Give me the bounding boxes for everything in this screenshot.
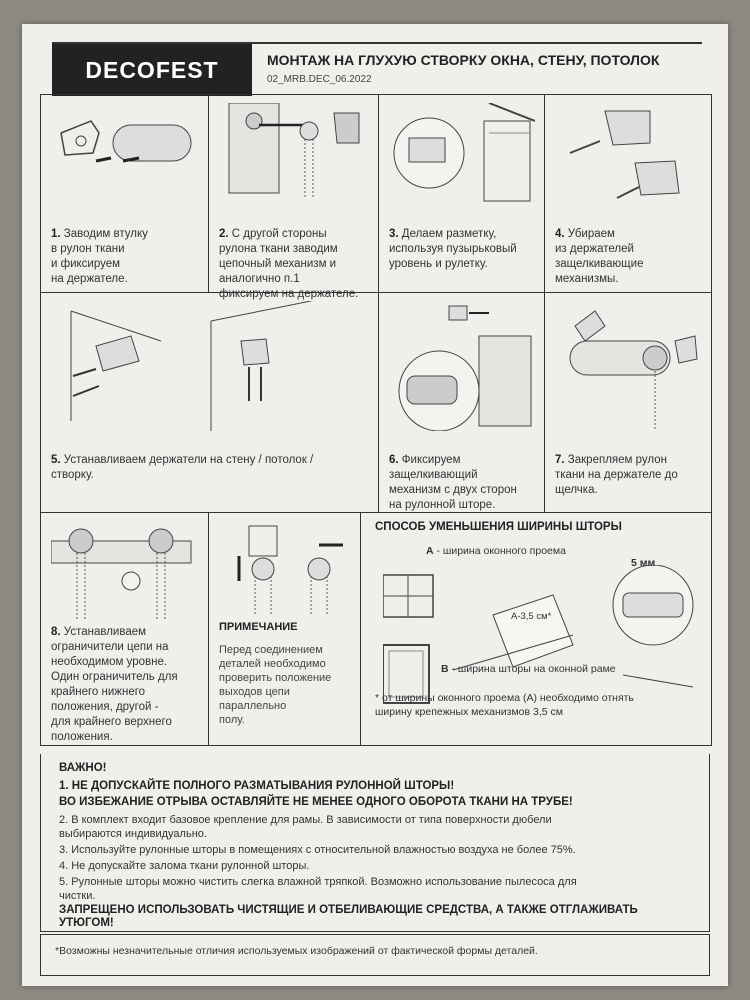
header: DECOFEST МОНТАЖ НА ГЛУХУЮ СТВОРКУ ОКНА, …: [52, 42, 702, 96]
important-line: ЗАПРЕЩЕНО ИСПОЛЬЗОВАТЬ ЧИСТЯЩИЕ И ОТБЕЛИ…: [59, 904, 638, 916]
step-4: 4. Убираем из держателей защелкивающие м…: [545, 95, 711, 293]
step-8-illustration: [51, 528, 192, 619]
step-6-text: 6. Фиксируем защелкивающий механизм с дв…: [389, 454, 517, 511]
important-line: УТЮГОМ!: [59, 917, 114, 929]
instruction-sheet: DECOFEST МОНТАЖ НА ГЛУХУЮ СТВОРКУ ОКНА, …: [22, 24, 728, 986]
step-8: 8. Устанавливаем ограничители цепи на не…: [41, 513, 209, 745]
important-line: чистки.: [59, 890, 96, 902]
note-panel: ПРИМЕЧАНИЕ Перед соединением деталей нео…: [209, 513, 361, 745]
dim-label: 5 мм: [631, 557, 656, 569]
step-5-illustration: [70, 301, 312, 431]
important-line: 4. Не допускайте залома ткани рулонной ш…: [59, 860, 310, 872]
step-3-illustration: [393, 103, 535, 202]
step-3: 3. Делаем разметку, используя пузырьковы…: [379, 95, 545, 293]
step-1-text: 1. Заводим втулку в рулон ткани и фиксир…: [51, 228, 148, 285]
label-b: В - ширина шторы на оконной раме: [441, 663, 616, 675]
step-4-text: 4. Убираем из держателей защелкивающие м…: [555, 228, 644, 285]
important-section: ВАЖНО! 1. НЕ ДОПУСКАЙТЕ ПОЛНОГО РАЗМАТЫВ…: [40, 754, 710, 932]
width-illustration: [383, 565, 694, 704]
width-reduction-section: СПОСОБ УМЕНЬШЕНИЯ ШИРИНЫ ШТОРЫ А - ширин…: [361, 513, 711, 745]
important-title: ВАЖНО!: [59, 762, 107, 774]
note-illustration: [237, 525, 343, 616]
footnote: *Возможны незначительные отличия использ…: [40, 934, 710, 976]
step-7-illustration: [569, 310, 698, 429]
steps-grid: 1. Заводим втулку в рулон ткани и фиксир…: [40, 94, 712, 746]
important-line: 2. В комплект входит базовое крепление д…: [59, 814, 552, 826]
step-4-illustration: [569, 110, 680, 199]
step-2-text: 2. С другой стороны рулона ткани заводим…: [219, 228, 359, 300]
step-5: 5. Устанавливаем держатели на стену / по…: [41, 293, 379, 513]
important-line: 5. Рулонные шторы можно чистить слегка в…: [59, 876, 577, 888]
document-title: МОНТАЖ НА ГЛУХУЮ СТВОРКУ ОКНА, СТЕНУ, ПО…: [267, 52, 660, 68]
step-2-illustration: [228, 103, 360, 198]
step-6: 6. Фиксируем защелкивающий механизм с дв…: [379, 293, 545, 513]
step-5-text: 5. Устанавливаем держатели на стену / по…: [51, 454, 314, 481]
step-2: 2. С другой стороны рулона ткани заводим…: [209, 95, 379, 300]
note-text: Перед соединением деталей необходимо про…: [219, 644, 332, 726]
step-8-text: 8. Устанавливаем ограничители цепи на не…: [51, 626, 178, 743]
important-line: ВО ИЗБЕЖАНИЕ ОТРЫВА ОСТАВЛЯЙТЕ НЕ МЕНЕЕ …: [59, 796, 573, 808]
brand-logo: DECOFEST: [52, 44, 252, 96]
document-code: 02_MRB.DEC_06.2022: [267, 74, 372, 85]
important-line: 3. Используйте рулонные шторы в помещени…: [59, 844, 576, 856]
step-6-illustration: [398, 305, 532, 431]
step-7-text: 7. Закрепляем рулон ткани на держателе д…: [555, 454, 678, 496]
label-a: А - ширина оконного проема: [426, 545, 566, 557]
step-1: 1. Заводим втулку в рулон ткани и фиксир…: [41, 95, 209, 293]
step-7: 7. Закрепляем рулон ткани на держателе д…: [545, 293, 711, 513]
width-section-title: СПОСОБ УМЕНЬШЕНИЯ ШИРИНЫ ШТОРЫ: [375, 521, 622, 533]
width-note: * от ширины оконного проема (А) необходи…: [375, 692, 634, 718]
note-title: ПРИМЕЧАНИЕ: [219, 621, 298, 633]
step-1-illustration: [60, 120, 192, 163]
step-3-text: 3. Делаем разметку, используя пузырьковы…: [389, 228, 517, 270]
important-line: выбираются индивидуально.: [59, 828, 207, 840]
important-line: 1. НЕ ДОПУСКАЙТЕ ПОЛНОГО РАЗМАТЫВАНИЯ РУ…: [59, 780, 455, 792]
calc-label: А-3,5 см*: [511, 611, 552, 622]
